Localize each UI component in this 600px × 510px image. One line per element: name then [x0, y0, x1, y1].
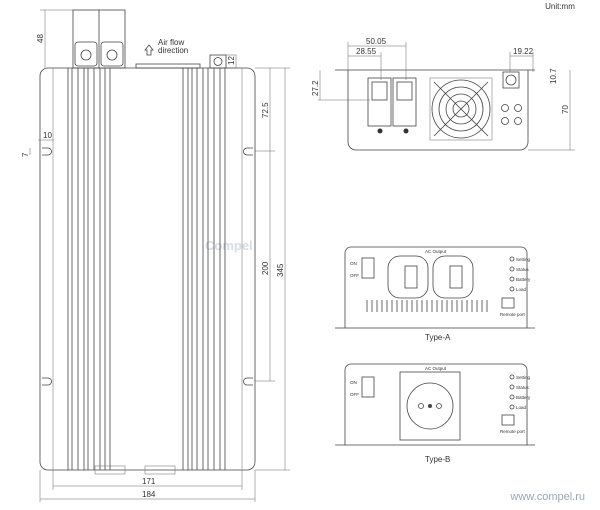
svg-text:Status: Status — [516, 385, 530, 390]
svg-text:Setting: Setting — [516, 375, 531, 380]
dim-345: 345 — [276, 263, 285, 277]
svg-text:Status: Status — [516, 267, 530, 272]
heatsink-fins-left — [67, 68, 111, 470]
on-label: ON — [350, 261, 357, 266]
type-a-caption: Type-A — [425, 333, 451, 342]
svg-text:Load: Load — [516, 287, 527, 292]
schuko-outlet — [399, 371, 461, 441]
breaker-2 — [392, 77, 417, 127]
led-list: Setting Status Battery Load — [509, 374, 531, 410]
remote-port-b — [501, 414, 515, 426]
ac-output-label: AC Output — [425, 249, 447, 254]
outlet-1 — [387, 255, 429, 299]
svg-text:Battery: Battery — [516, 277, 531, 282]
arrow-up-icon — [144, 44, 154, 56]
dim-48: 48 — [36, 34, 45, 43]
top-view: 48 Air flow direction 12 10 7 — [21, 9, 290, 502]
dim-50-05: 50.05 — [366, 37, 387, 46]
svg-text:Load: Load — [516, 405, 527, 410]
power-switch — [361, 257, 375, 279]
remote-port-top — [209, 54, 227, 69]
dim-171: 171 — [142, 477, 156, 486]
dc-side-view: 50.05 28.55 19.22 10.7 27.2 70 — [311, 37, 575, 151]
remote-port-label: Remote port — [500, 312, 526, 317]
power-switch — [361, 376, 375, 398]
air-flow-label: Air flow — [158, 38, 184, 47]
remote-port-a — [501, 297, 515, 309]
dim-200: 200 — [261, 261, 270, 275]
on-label: ON — [350, 380, 357, 385]
dim-70: 70 — [561, 105, 570, 114]
ac-output-label: AC Output — [425, 366, 447, 371]
svg-text:Setting: Setting — [516, 257, 531, 262]
remote-port — [502, 71, 520, 89]
ac-panel-type-a: AC Output ON OFF Setting Status Battery … — [335, 246, 535, 342]
inverter-body-top — [39, 67, 256, 471]
unit-label: Unit:mm — [545, 2, 575, 11]
led-list: Setting Status Battery Load — [509, 256, 531, 292]
terminal-negative — [74, 41, 98, 67]
dim-27-2: 27.2 — [311, 80, 320, 96]
outlet-2 — [432, 255, 474, 299]
off-label: OFF — [350, 392, 359, 397]
heatsink-fins-right — [182, 68, 226, 470]
dim-72-5: 72.5 — [261, 102, 270, 118]
air-flow-label-2: direction — [158, 46, 188, 55]
off-label: OFF — [350, 273, 359, 278]
dim-184: 184 — [142, 490, 156, 499]
type-b-caption: Type-B — [425, 455, 450, 464]
fan-grille — [429, 77, 493, 141]
breaker-1 — [367, 77, 392, 127]
dim-19-22: 19.22 — [513, 47, 534, 56]
dim-10-7: 10.7 — [549, 68, 558, 84]
logo-watermark: Compel — [205, 238, 253, 253]
site-watermark: www.compel.ru — [509, 491, 585, 503]
remote-port-label: Remote port — [500, 429, 526, 434]
watermark-group: Compel — [205, 238, 253, 253]
terminal-positive — [100, 41, 124, 67]
dim-28-55: 28.55 — [356, 47, 377, 56]
dim-7: 7 — [21, 152, 30, 157]
dim-12: 12 — [227, 56, 236, 65]
dim-10: 10 — [43, 131, 52, 140]
ac-panel-type-b: AC Output ON OFF Setting Status Battery … — [335, 363, 535, 464]
svg-text:Battery: Battery — [516, 395, 531, 400]
